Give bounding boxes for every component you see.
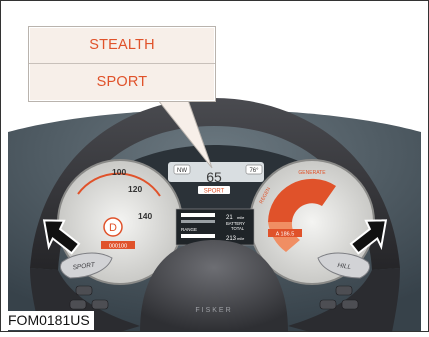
total-label: TOTAL (231, 226, 245, 231)
range-label: RANGE (181, 227, 197, 232)
info-panel: 21 mile BATTERY RANGE TOTAL 213 mile (176, 209, 254, 245)
speed-tick: 100 (112, 167, 126, 177)
wheel-badge: FISKER (195, 307, 232, 314)
range-unit: mile (237, 215, 245, 220)
nav-button-label: NW (177, 168, 187, 174)
center-value: 65 (206, 169, 222, 185)
speed-tick: 120 (128, 184, 142, 194)
total-unit: mile (237, 236, 245, 241)
gauge-label-generate: GENERATE (298, 170, 326, 176)
drive-mode-callout: STEALTH SPORT (28, 26, 216, 102)
gear-indicator: D (109, 222, 117, 234)
figure-id-label: FOM0181US (6, 311, 94, 330)
temp-button-label: 76° (249, 168, 259, 174)
mode-option-sport: SPORT (29, 64, 215, 100)
power-readout: A 186.5 (276, 232, 295, 238)
odometer-readout: 000100 (109, 244, 127, 250)
speed-tick: 140 (138, 211, 152, 221)
mode-option-stealth: STEALTH (29, 27, 215, 64)
center-mode-label: SPORT (204, 189, 225, 195)
